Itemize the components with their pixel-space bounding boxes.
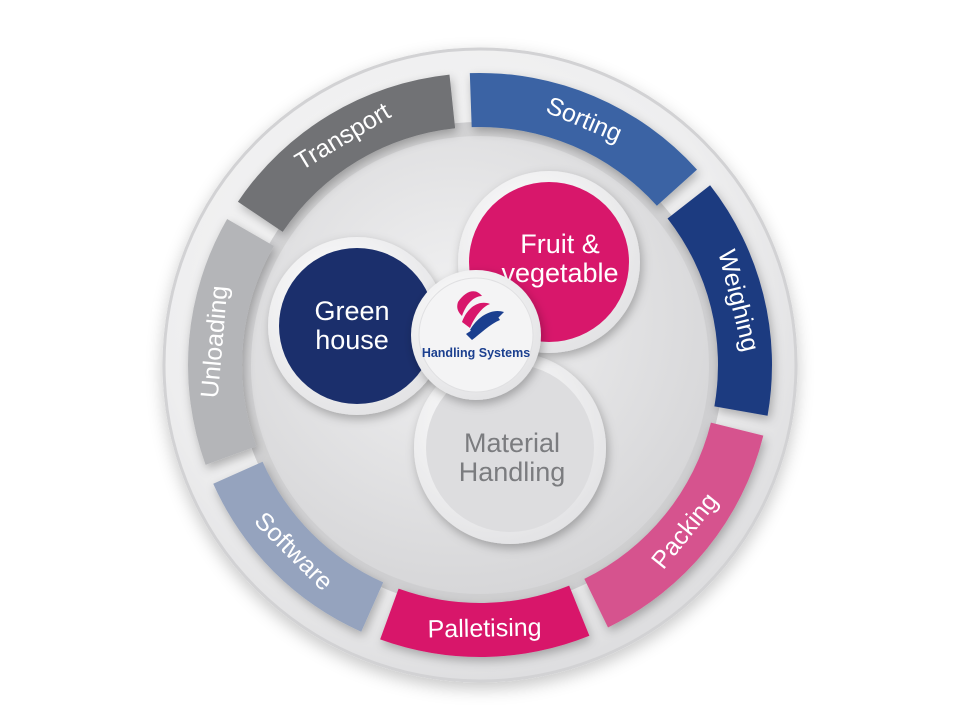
segment-sorting-shape <box>469 73 697 206</box>
segment-palletising-label: Palletising <box>427 614 541 644</box>
fruit-vegetable-label-2: vegetable <box>501 258 618 288</box>
core-bubbles: Material Handling Green house Fruit & ve… <box>268 171 640 544</box>
segment-transport-shape <box>237 74 456 232</box>
center-logo[interactable]: Handling Systems <box>411 270 541 400</box>
material-handling-label-1: Material <box>464 428 560 458</box>
fruit-vegetable-label-1: Fruit & <box>520 229 600 259</box>
handling-systems-logo-icon <box>457 291 504 340</box>
greenhouse-label-1: Green <box>314 296 389 326</box>
segment-palletising[interactable]: Palletising <box>380 585 590 657</box>
segment-transport[interactable]: Transport <box>237 74 456 232</box>
greenhouse-label-2: house <box>315 325 389 355</box>
segment-unloading[interactable]: Unloading <box>188 219 274 465</box>
material-handling-bubble[interactable]: Material Handling <box>414 352 606 544</box>
segment-weighing-shape <box>667 185 772 416</box>
handling-systems-label: Handling Systems <box>422 346 530 360</box>
segment-palletising-shape <box>380 585 590 657</box>
segment-unloading-shape <box>188 219 274 465</box>
material-handling-label-2: Handling <box>459 457 566 487</box>
segment-packing-shape <box>584 422 764 628</box>
greenhouse-bubble[interactable]: Green house <box>268 237 446 415</box>
segment-software-shape <box>213 461 384 632</box>
inner-ring-groove <box>237 122 723 608</box>
